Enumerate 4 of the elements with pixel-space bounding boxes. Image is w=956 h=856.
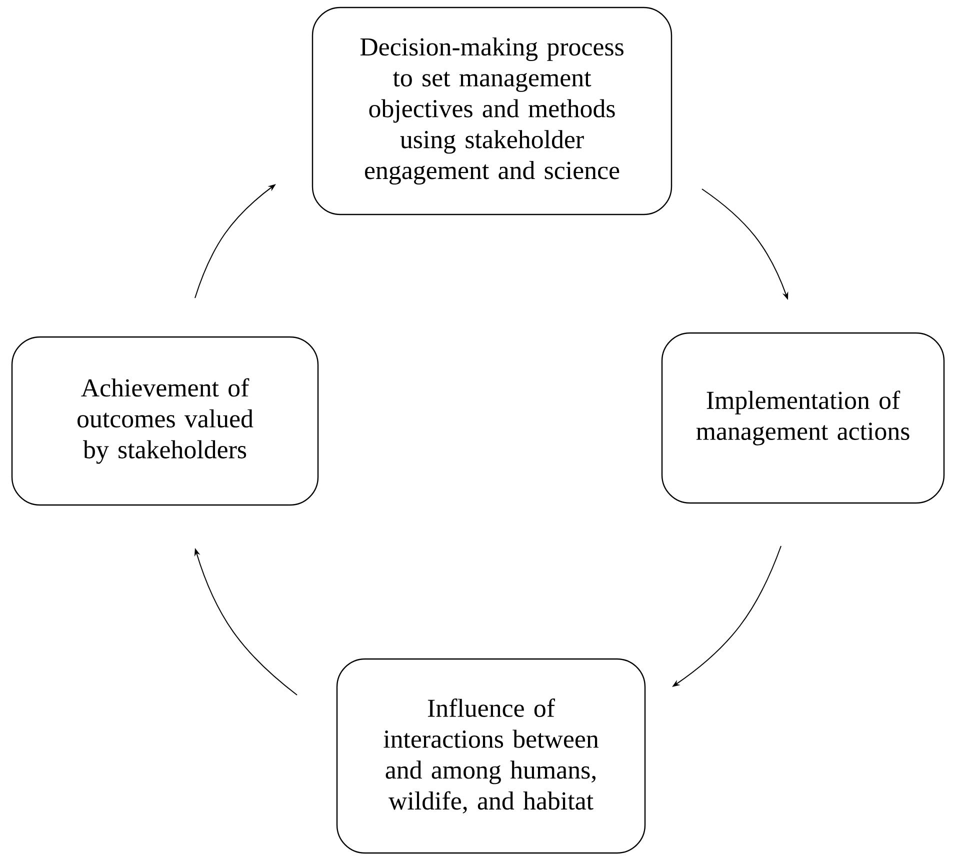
process-box: Decision-making process to set management objectives and methods using stakeholder engagement and science [312, 6, 672, 216]
process-box: Influence of interactions between and among humans, wildife, and habitat [336, 658, 646, 854]
process-box: Implementation of management actions [661, 332, 945, 504]
process-box: Achievement of outcomes valued by stakeholders [11, 336, 319, 506]
